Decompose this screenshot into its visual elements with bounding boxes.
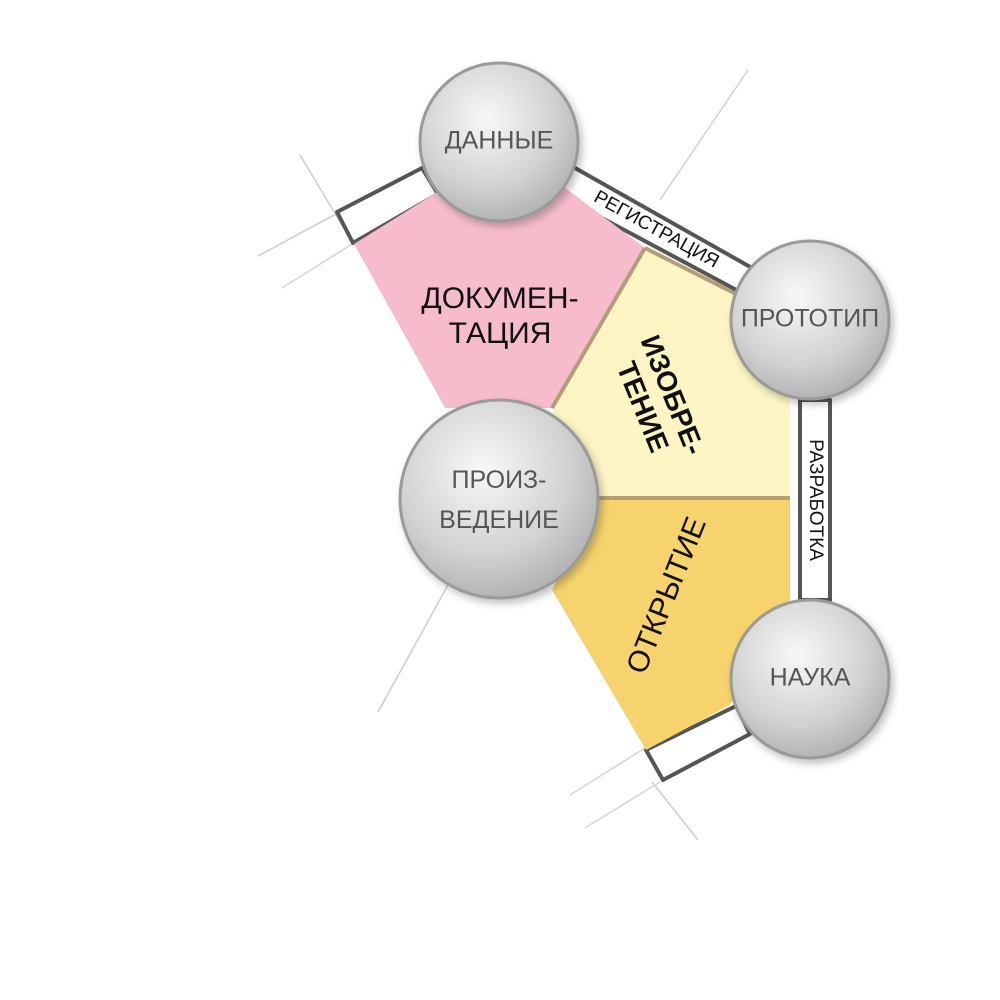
node-science-label: НАУКА xyxy=(770,664,851,692)
nodes: ДАННЫЕ ПРОТОТИП ПРОИЗ- ВЕДЕНИЕ НАУКА xyxy=(398,61,891,760)
region-seams xyxy=(550,246,790,500)
ray-line xyxy=(569,747,646,796)
node-science-sphere xyxy=(729,598,891,760)
ray-line xyxy=(281,243,353,289)
node-science[interactable]: НАУКА xyxy=(729,598,891,760)
region-label-documentation-line2: ТАЦИЯ xyxy=(449,317,552,350)
node-prototype-label: ПРОТОТИП xyxy=(741,305,879,333)
ray-line xyxy=(651,781,699,841)
seam-invention-outer xyxy=(644,246,741,298)
region-documentation xyxy=(354,184,645,408)
band-discovery xyxy=(644,704,752,782)
node-data[interactable]: ДАННЫЕ xyxy=(418,61,580,223)
ray-line xyxy=(659,69,749,201)
ray-line xyxy=(377,584,449,713)
node-production-label-line1: ПРОИЗ- xyxy=(452,466,547,494)
node-production[interactable]: ПРОИЗ- ВЕДЕНИЕ xyxy=(398,398,600,600)
band-development xyxy=(798,398,832,602)
node-production-sphere xyxy=(398,398,600,600)
seam-documentation-invention xyxy=(550,246,647,410)
ray-line xyxy=(584,781,661,829)
ray-line xyxy=(257,213,337,257)
region-label-documentation-line1: ДОКУМЕН- xyxy=(421,282,578,315)
band-label-development: РАЗРАБОТКА xyxy=(805,439,826,561)
ray-lines xyxy=(257,69,995,841)
node-prototype-sphere xyxy=(729,239,891,401)
node-data-sphere xyxy=(418,61,580,223)
node-production-label-line2: ВЕДЕНИЕ xyxy=(439,506,559,534)
node-prototype[interactable]: ПРОТОТИП xyxy=(729,239,891,401)
node-data-label: ДАННЫЕ xyxy=(445,127,554,155)
